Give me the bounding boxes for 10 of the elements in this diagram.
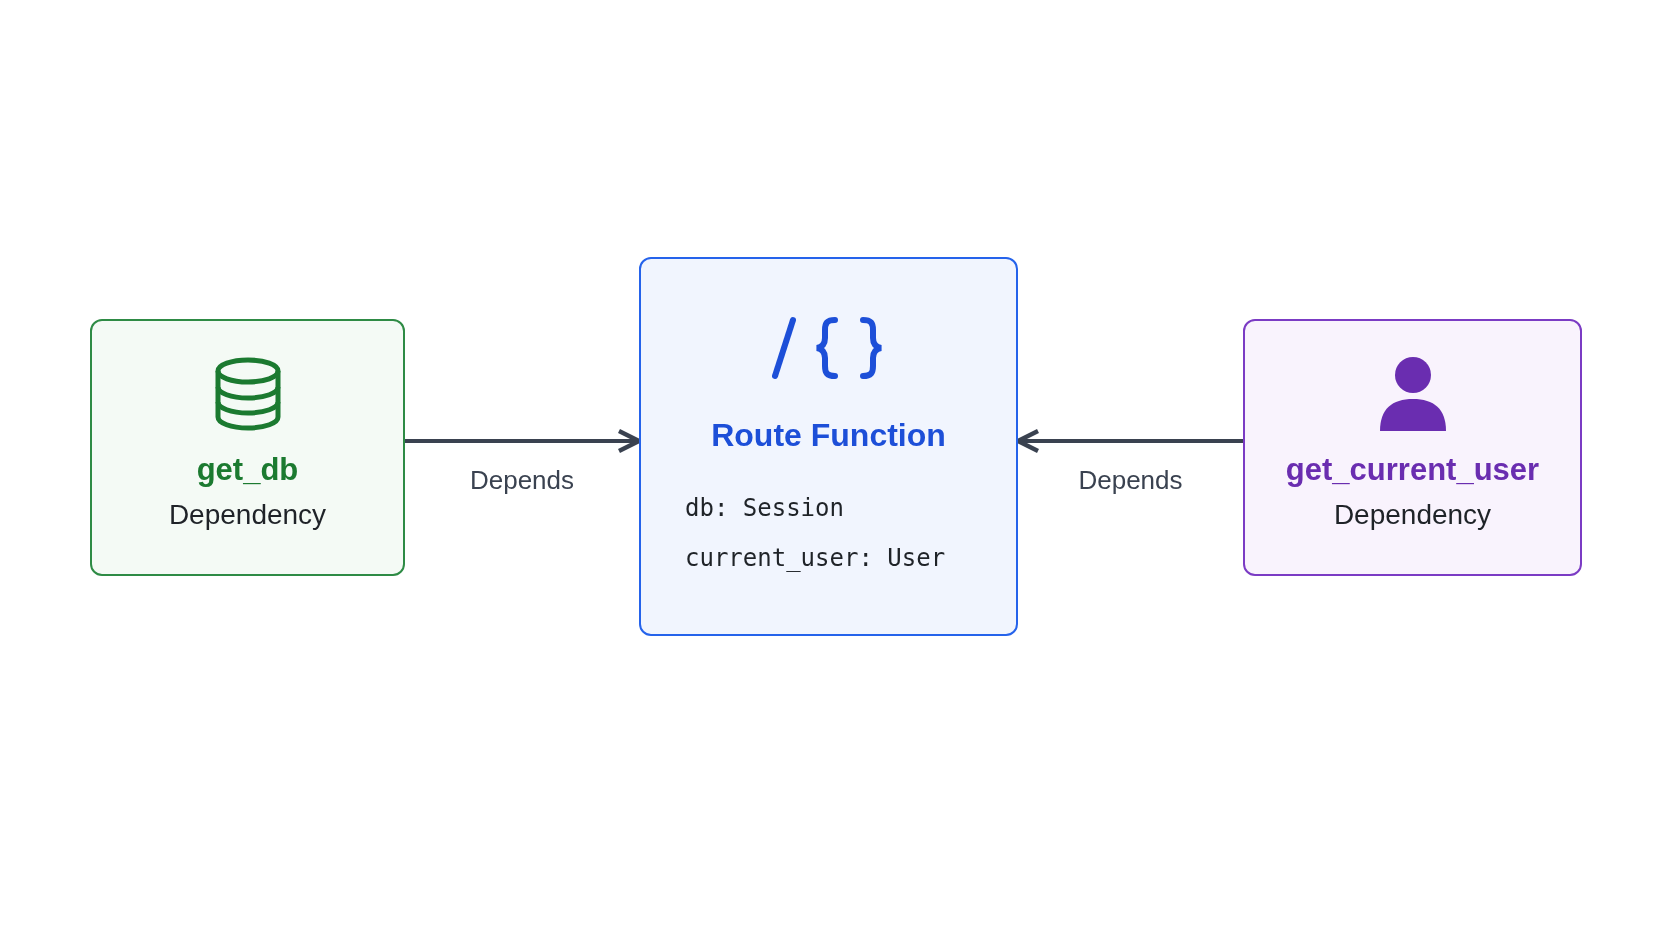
node-title: get_current_user <box>1285 451 1540 489</box>
node-title: get_db <box>196 451 299 489</box>
parameter-text: db: Session <box>685 494 844 523</box>
parameter-text: current_user: User <box>685 544 946 573</box>
route-function-box <box>639 257 1018 636</box>
node-subtitle: Dependency <box>168 498 327 532</box>
node-title: Route Function <box>711 416 946 455</box>
dependency-box <box>1243 319 1582 576</box>
node-subtitle: Dependency <box>1333 498 1492 532</box>
dependency-box <box>90 319 405 576</box>
